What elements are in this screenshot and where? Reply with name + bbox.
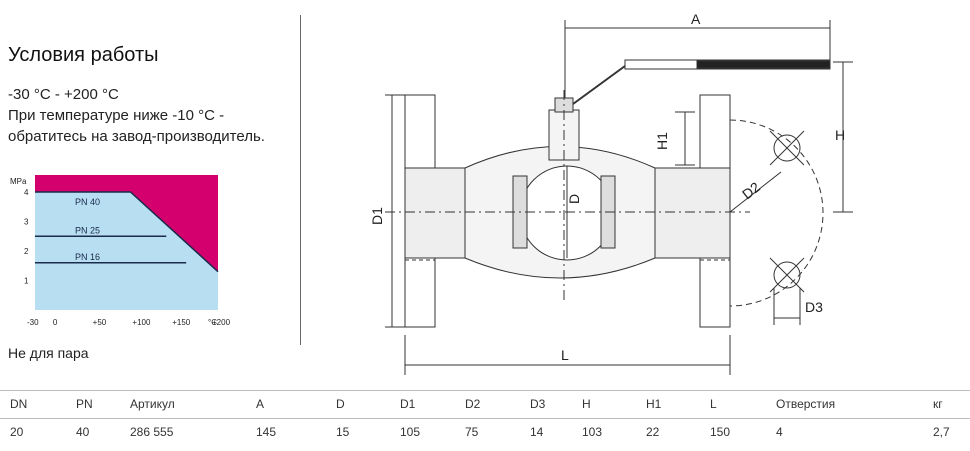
table-header-cell: D3 [530,397,546,411]
series-label: PN 40 [75,197,100,207]
x-axis-unit: °C [208,318,217,327]
table-cell: 15 [336,425,350,439]
x-tick-label: +200 [212,318,230,327]
bolt-hole-bottom [773,261,801,289]
y-tick-label: 1 [24,277,29,286]
y-tick-label: 2 [24,247,29,256]
table-cell: 2,7 [933,425,950,439]
series-label: PN 16 [75,252,100,262]
allowed-zone [35,192,218,310]
y-axis-unit: MPa [10,177,27,186]
table-cell: 286 555 [130,425,174,439]
table-header-cell: D [336,397,345,411]
y-tick-label: 3 [24,218,29,227]
table-cell: 103 [582,425,603,439]
valve-drawing: A H H1 D D1 D2 D3 L [369,11,853,375]
table-header-cell: PN [76,397,93,411]
table-cell: 22 [646,425,660,439]
x-tick-label: -30 [27,318,39,327]
x-tick-label: +50 [93,318,107,327]
low-temp-note-line1: При температуре ниже -10 °C - [8,107,225,124]
table-cell: 4 [776,425,783,439]
table-header-cell: H1 [646,397,662,411]
dim-label-h1: H1 [654,132,670,150]
steam-note: Не для пара [8,345,89,361]
table-top-border [0,390,970,391]
dim-label-a: A [691,11,701,27]
low-temp-note-line2: обратитесь на завод-производитель. [8,128,265,145]
dim-label-d2: D2 [739,179,763,203]
x-tick-label: +150 [172,318,191,327]
section-divider [300,15,301,345]
dim-label-h: H [835,127,845,143]
y-tick-label: 4 [24,188,29,197]
table-header-cell: A [256,397,265,411]
table-cell: 105 [400,425,421,439]
table-cell: 40 [76,425,90,439]
table-cell: 75 [465,425,479,439]
table-cell: 145 [256,425,277,439]
series-line-pn-40 [35,191,219,273]
temperature-range: -30 °C - +200 °C [8,86,119,103]
table-header-border [0,418,970,419]
table-cell: 14 [530,425,544,439]
table-header-cell: L [710,397,717,411]
conditions-title: Условия работы [8,44,159,66]
dim-label-d1: D1 [369,207,385,225]
bolt-hole-top [773,134,801,162]
table-header-cell: Отверстия [776,397,836,411]
series-label: PN 25 [75,225,100,235]
table-header-cell: H [582,397,591,411]
table-header-cell: кг [933,397,943,411]
table-header-cell: Артикул [130,397,175,411]
dim-label-d3: D3 [805,299,823,315]
dim-label-l: L [561,347,569,363]
x-tick-label: 0 [53,318,58,327]
table-header-cell: D2 [465,397,481,411]
dim-label-d: D [566,194,582,204]
table-header-cell: D1 [400,397,416,411]
pressure-temperature-chart: PN 40 PN 25 PN 16 -30 0 +50 +100 +150 +200 1 2 3 4… [10,175,230,327]
table-cell: 20 [10,425,24,439]
table-header-cell: DN [10,397,28,411]
table-cell: 150 [710,425,731,439]
valve-handle [572,65,626,105]
x-tick-label: +100 [132,318,151,327]
